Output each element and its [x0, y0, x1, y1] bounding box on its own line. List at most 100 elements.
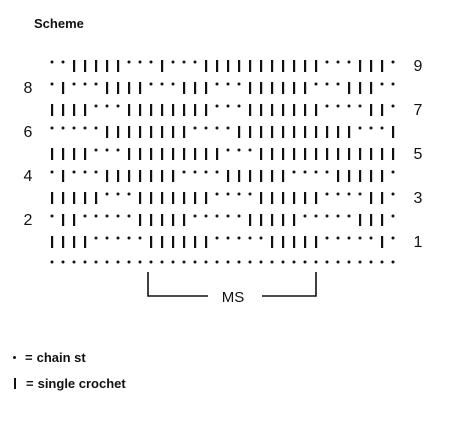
- single-crochet-stitch: [62, 192, 65, 204]
- chain-stitch: [215, 170, 219, 174]
- chain-stitch: [105, 148, 109, 152]
- chain-stitch: [336, 104, 340, 108]
- foundation-chain-stitch: [358, 260, 362, 264]
- chain-stitch: [215, 104, 219, 108]
- foundation-chain-stitch: [127, 260, 131, 264]
- chain-stitch: [391, 60, 395, 64]
- legend-chain-label: chain st: [36, 350, 86, 365]
- single-crochet-stitch: [73, 104, 76, 116]
- foundation-chain-stitch: [226, 260, 230, 264]
- scheme-title: Scheme: [34, 16, 84, 31]
- single-crochet-stitch: [293, 82, 296, 94]
- chain-stitch: [325, 104, 329, 108]
- chain-stitch: [237, 214, 241, 218]
- single-crochet-stitch: [348, 170, 351, 182]
- single-crochet-stitch: [326, 126, 329, 138]
- single-crochet-stitch: [161, 148, 164, 160]
- stitch-grid: [50, 60, 395, 248]
- chain-stitch: [325, 214, 329, 218]
- legend-equals: =: [25, 350, 33, 365]
- single-crochet-stitch: [359, 82, 362, 94]
- chain-stitch: [237, 236, 241, 240]
- chain-stitch: [358, 192, 362, 196]
- chain-stitch: [259, 236, 263, 240]
- single-crochet-stitch: [271, 82, 274, 94]
- single-crochet-stitch: [315, 236, 318, 248]
- single-crochet-stitch: [315, 60, 318, 72]
- single-crochet-stitch: [106, 82, 109, 94]
- single-crochet-stitch: [260, 126, 263, 138]
- chain-stitch: [292, 170, 296, 174]
- chain-stitch: [215, 214, 219, 218]
- chain-stitch: [138, 236, 142, 240]
- chain-stitch: [116, 192, 120, 196]
- single-crochet-stitch: [51, 104, 54, 116]
- single-crochet-stitch: [370, 148, 373, 160]
- row-label: 4: [24, 168, 33, 185]
- chain-stitch: [94, 236, 98, 240]
- chain-stitch: [193, 60, 197, 64]
- chain-stitch: [94, 104, 98, 108]
- single-crochet-stitch: [249, 126, 252, 138]
- single-crochet-stitch: [260, 148, 263, 160]
- single-crochet-stitch: [381, 148, 384, 160]
- chain-stitch: [380, 82, 384, 86]
- single-crochet-stitch: [282, 170, 285, 182]
- chain-stitch: [215, 192, 219, 196]
- chain-stitch: [303, 214, 307, 218]
- chain-stitch: [204, 126, 208, 130]
- foundation-chain-stitch: [325, 260, 329, 264]
- foundation-chain-stitch: [105, 260, 109, 264]
- chain-stitch: [105, 236, 109, 240]
- single-crochet-stitch: [150, 126, 153, 138]
- single-crochet-stitch: [194, 104, 197, 116]
- chain-stitch: [127, 214, 131, 218]
- chain-stitch: [358, 126, 362, 130]
- foundation-chain-stitch: [204, 260, 208, 264]
- chain-stitch: [83, 170, 87, 174]
- single-crochet-stitch: [183, 148, 186, 160]
- single-crochet-stitch: [271, 60, 274, 72]
- chain-stitch: [391, 170, 395, 174]
- chain-stitch: [303, 170, 307, 174]
- single-crochet-stitch: [271, 192, 274, 204]
- single-crochet-stitch: [271, 148, 274, 160]
- single-crochet-stitch: [194, 148, 197, 160]
- single-crochet-stitch: [161, 126, 164, 138]
- single-crochet-stitch: [62, 236, 65, 248]
- single-crochet-stitch: [271, 170, 274, 182]
- single-crochet-stitch: [282, 192, 285, 204]
- chain-stitch: [171, 82, 175, 86]
- single-crochet-stitch: [150, 170, 153, 182]
- chain-stitch: [171, 60, 175, 64]
- single-crochet-stitch: [139, 214, 142, 226]
- single-crochet-stitch: [172, 148, 175, 160]
- single-crochet-stitch: [359, 60, 362, 72]
- single-crochet-stitch: [205, 148, 208, 160]
- single-crochet-stitch: [282, 60, 285, 72]
- single-crochet-stitch: [84, 192, 87, 204]
- single-crochet-stitch: [139, 148, 142, 160]
- foundation-chain-stitch: [182, 260, 186, 264]
- single-crochet-stitch: [381, 170, 384, 182]
- chain-stitch: [94, 148, 98, 152]
- row-label: 7: [414, 102, 423, 119]
- single-crochet-stitch: [95, 192, 98, 204]
- single-crochet-stitch: [381, 60, 384, 72]
- single-crochet-stitch: [315, 126, 318, 138]
- chain-stitch: [314, 170, 318, 174]
- single-crochet-stitch: [106, 60, 109, 72]
- single-crochet-stitch: [370, 82, 373, 94]
- single-crochet-stitch: [304, 126, 307, 138]
- single-crochet-stitch: [249, 104, 252, 116]
- chain-stitch: [72, 82, 76, 86]
- single-crochet-stitch: [370, 214, 373, 226]
- legend-sc-label: single crochet: [37, 376, 126, 391]
- single-crochet-stitch: [282, 104, 285, 116]
- chain-stitch: [83, 82, 87, 86]
- single-crochet-stitch: [337, 126, 340, 138]
- single-crochet-stitch: [381, 236, 384, 248]
- foundation-chain-stitch: [116, 260, 120, 264]
- single-crochet-stitch: [271, 214, 274, 226]
- single-crochet-stitch: [293, 126, 296, 138]
